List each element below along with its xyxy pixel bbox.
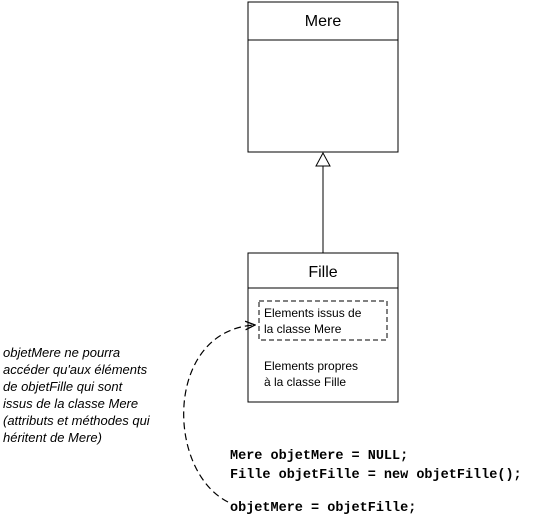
note-line-5: (attributs et méthodes qui [3,413,151,428]
inheritance-triangle-icon [315,151,331,167]
mere-class-name: Mere [305,13,342,30]
own-elements-line1: Elements propres [264,359,358,373]
code-line-3: objetMere = objetFille; [230,501,416,516]
note-line-1: objetMere ne pourra [3,345,120,360]
reference-arrow [183,325,255,503]
inheritance-arrow [315,151,331,253]
mere-class-box: Mere [247,1,399,153]
note-line-6: héritent de Mere) [3,430,102,445]
fille-class-box: Fille Elements issus de la classe Mere E… [247,252,399,403]
note-line-3: de objetFille qui sont [3,379,124,394]
fille-class-name: Fille [308,264,337,281]
inherited-elements-line2: la classe Mere [264,322,342,336]
inherited-elements-box [258,300,388,341]
own-elements-line2: à la classe Fille [264,375,346,389]
code-block: Mere objetMere = NULL; Fille objetFille … [230,449,522,516]
note-line-4: issus de la classe Mere [3,396,138,411]
explanation-note: objetMere ne pourra accéder qu'aux éléme… [3,345,151,445]
note-line-2: accéder qu'aux éléments [3,362,148,377]
inherited-elements-line1: Elements issus de [264,306,362,320]
code-line-2: Fille objetFille = new objetFille(); [230,468,522,483]
code-line-1: Mere objetMere = NULL; [230,449,408,464]
